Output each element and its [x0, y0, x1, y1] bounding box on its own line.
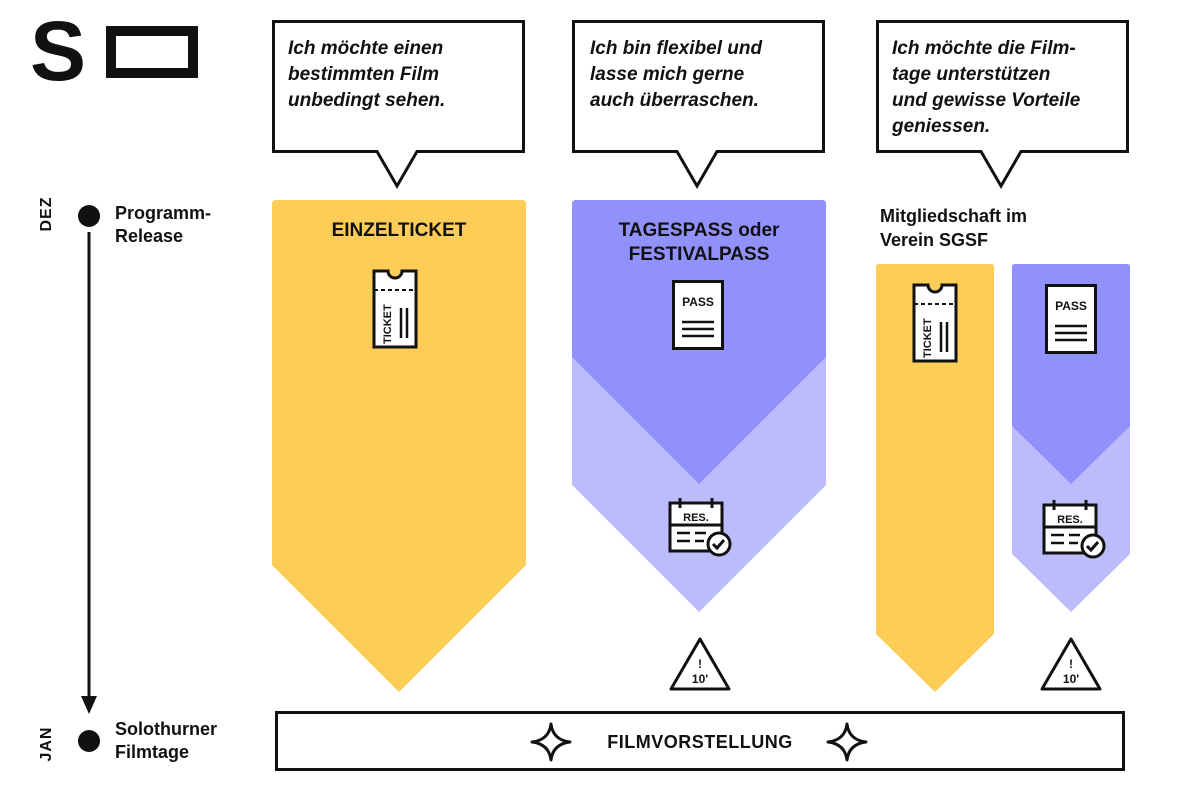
speech-bubble-1	[272, 20, 525, 189]
membership-pass-arrow	[1012, 264, 1130, 612]
membership-warning-line1: !	[1069, 657, 1073, 671]
membership-ticket-icon: TICKET	[912, 283, 958, 363]
warning-triangle-icon: ! 10'	[669, 637, 731, 691]
speech-bubble-3	[876, 20, 1129, 189]
timeline-start-month: DEZ	[38, 196, 55, 232]
membership-pass-icon-label: PASS	[1055, 299, 1087, 313]
timeline-arrow	[81, 232, 97, 714]
reservation-calendar-icon: RES.	[668, 498, 732, 557]
membership-reservation-calendar-icon: RES.	[1042, 500, 1106, 559]
single-ticket-arrow	[272, 200, 526, 692]
warning-line2: 10'	[692, 672, 708, 686]
timeline-start-label: Programm- Release	[115, 203, 212, 246]
warning-line1: !	[698, 657, 702, 671]
timeline-end-dot	[78, 730, 100, 752]
timeline-end-label: Solothurner Filmtage	[115, 719, 217, 762]
single-ticket-title: EINZELTICKET	[331, 220, 467, 241]
timeline-end-month: JAN	[38, 726, 55, 762]
pass-icon-label: PASS	[682, 295, 714, 309]
membership-warning-triangle-icon: ! 10'	[1040, 637, 1102, 691]
membership-pass-icon: PASS	[1045, 284, 1097, 354]
sparkle-right-icon	[826, 722, 868, 762]
ticket-icon: TICKET	[372, 269, 418, 349]
timeline-start-dot	[78, 205, 100, 227]
membership-ticket-arrow	[876, 264, 994, 692]
logo: S	[30, 6, 205, 96]
reservation-label: RES.	[683, 512, 709, 524]
logo-rectangle-icon	[106, 26, 198, 78]
film-screening-box: FILMVORSTELLUNG	[275, 711, 1125, 771]
logo-letter: S	[30, 4, 87, 98]
speech-bubble-2	[572, 20, 825, 189]
pass-icon: PASS	[672, 280, 724, 350]
sparkle-left-icon	[530, 722, 572, 762]
ticket-icon-label: TICKET	[382, 304, 394, 344]
membership-warning-line2: 10'	[1063, 672, 1079, 686]
membership-ticket-icon-label: TICKET	[922, 318, 934, 358]
film-screening-label: FILMVORSTELLUNG	[607, 732, 793, 752]
membership-reservation-label: RES.	[1057, 514, 1083, 526]
